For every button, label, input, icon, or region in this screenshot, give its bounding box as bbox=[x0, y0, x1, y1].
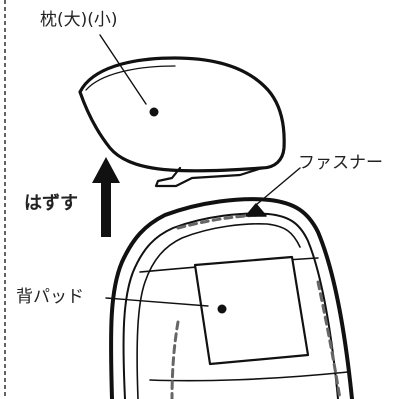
leader-lines bbox=[99, 34, 301, 314]
seat-back bbox=[109, 197, 354, 399]
seat-back-edge bbox=[136, 223, 301, 399]
seat-back-outer bbox=[109, 197, 354, 399]
pillow bbox=[78, 56, 286, 188]
seat-back-inner bbox=[122, 212, 339, 399]
seam-lower bbox=[149, 371, 349, 382]
back-pad-label: 背パッド bbox=[16, 287, 84, 307]
pillow-hook bbox=[154, 166, 264, 188]
pillow-top-edge bbox=[85, 65, 176, 91]
zipper-line-right bbox=[316, 280, 342, 399]
remove-label: はずす bbox=[24, 193, 78, 214]
zipper-pull bbox=[245, 203, 267, 217]
leader-pillow-dot bbox=[149, 107, 159, 117]
leader-back-pad bbox=[105, 297, 209, 307]
leader-pillow bbox=[99, 34, 147, 105]
zipper-label: ファスナー bbox=[298, 153, 383, 173]
pillow-body bbox=[78, 56, 286, 173]
leader-zipper bbox=[255, 167, 301, 206]
back-pad bbox=[193, 255, 310, 366]
zipper-line-left bbox=[170, 320, 180, 399]
leader-back-pad-dot bbox=[217, 304, 227, 314]
remove-arrow bbox=[92, 157, 120, 237]
pillow-label: 枕(大)(小) bbox=[40, 10, 118, 30]
